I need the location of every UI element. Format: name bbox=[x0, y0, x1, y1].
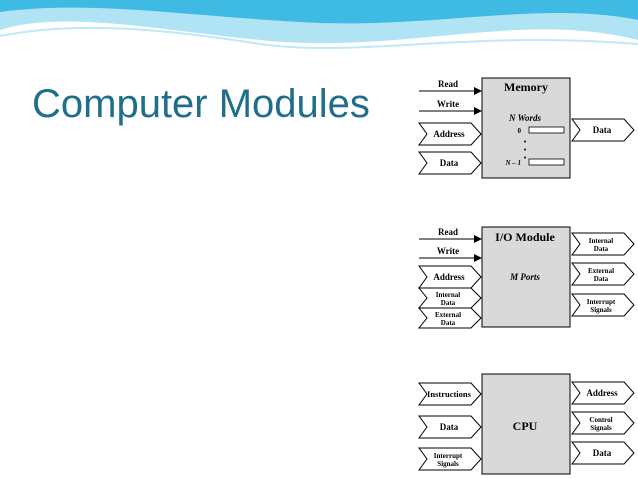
cpu-interrupt-in-arrow bbox=[418, 447, 482, 471]
io-input-internal-line1: Internal bbox=[436, 291, 461, 299]
memory-dot-1: • bbox=[524, 138, 527, 146]
cpu-instructions-arrow bbox=[418, 382, 482, 406]
memory-dot-2: • bbox=[524, 146, 527, 154]
io-output-interrupt-line2: Signals bbox=[590, 306, 612, 314]
memory-module: Memory N Words 0 • • • N – 1 Read Write … bbox=[418, 77, 635, 179]
io-external-out-arrow bbox=[571, 262, 635, 286]
cpu-box bbox=[481, 373, 571, 475]
slide-title: Computer Modules bbox=[32, 82, 370, 126]
cpu-data-in-arrow bbox=[418, 415, 482, 439]
io-external-in-arrow bbox=[417, 307, 482, 329]
memory-dot-3: • bbox=[524, 154, 527, 162]
io-input-external-line1: External bbox=[435, 311, 461, 319]
io-output-interrupt-line1: Interrupt bbox=[587, 298, 616, 306]
io-ports-label: M Ports bbox=[509, 272, 540, 282]
memory-output-data: Data bbox=[593, 125, 612, 135]
io-input-address: Address bbox=[433, 272, 465, 282]
cpu-input-data: Data bbox=[440, 422, 459, 432]
cpu-input-interrupt-line1: Interrupt bbox=[434, 452, 463, 460]
cpu-title: CPU bbox=[513, 419, 538, 433]
cpu-address-out-arrow bbox=[571, 381, 635, 405]
io-output-internal-line1: Internal bbox=[589, 237, 614, 245]
io-internal-out-arrow bbox=[571, 232, 635, 256]
memory-first-index: 0 bbox=[518, 127, 522, 135]
memory-word-row-last bbox=[528, 158, 565, 166]
io-input-internal-line2: Data bbox=[441, 299, 456, 307]
cpu-output-control-line1: Control bbox=[589, 416, 612, 424]
computer-modules-figure: Memory N Words 0 • • • N – 1 Read Write … bbox=[417, 77, 635, 475]
cpu-output-data: Data bbox=[593, 448, 612, 458]
io-interrupt-out-arrow bbox=[571, 293, 635, 317]
memory-input-data: Data bbox=[440, 158, 459, 168]
memory-address-arrow bbox=[418, 122, 482, 146]
cpu-output-address: Address bbox=[586, 388, 618, 398]
memory-input-write: Write bbox=[437, 99, 459, 109]
io-input-read: Read bbox=[438, 227, 458, 237]
memory-data-in-arrow bbox=[418, 151, 482, 175]
memory-data-out-arrow bbox=[571, 118, 635, 142]
memory-words-label: N Words bbox=[508, 113, 541, 123]
cpu-data-out-arrow bbox=[571, 441, 635, 465]
memory-last-index: N – 1 bbox=[504, 159, 521, 167]
cpu-input-instructions: Instructions bbox=[427, 389, 472, 399]
cpu-module: CPU Instructions Data Interrupt Signals … bbox=[418, 373, 635, 475]
header-wave-dark bbox=[0, 0, 638, 24]
io-title: I/O Module bbox=[495, 230, 555, 244]
io-output-external-line1: External bbox=[588, 267, 614, 275]
memory-input-read: Read bbox=[438, 79, 458, 89]
memory-word-row-first bbox=[528, 126, 565, 134]
header-wave-highlight bbox=[0, 26, 638, 50]
io-input-write: Write bbox=[437, 246, 459, 256]
io-output-internal-line2: Data bbox=[594, 245, 609, 253]
memory-input-address: Address bbox=[433, 129, 465, 139]
io-box bbox=[481, 226, 571, 328]
cpu-input-interrupt-line2: Signals bbox=[437, 460, 459, 468]
io-output-external-line2: Data bbox=[594, 275, 609, 283]
io-input-external-line2: Data bbox=[441, 319, 456, 327]
io-module: I/O Module M Ports Read Write Address In… bbox=[417, 226, 635, 329]
memory-title: Memory bbox=[504, 80, 548, 94]
cpu-control-out-arrow bbox=[571, 411, 635, 435]
cpu-output-control-line2: Signals bbox=[590, 424, 612, 432]
